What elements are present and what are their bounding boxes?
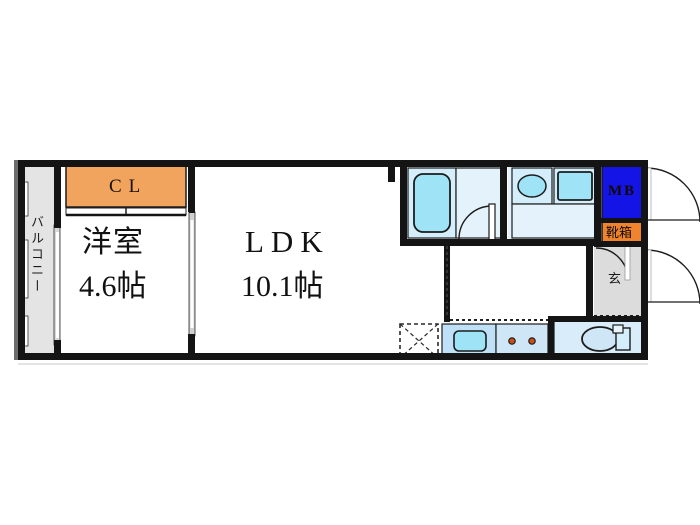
toilet-fixtures (553, 319, 643, 359)
toilet-lid-icon (612, 324, 624, 334)
entrance-door-upper-icon[interactable] (645, 167, 700, 223)
stove-counter (495, 323, 549, 359)
wall-right-outer (641, 160, 648, 360)
wall-bottom-outer (18, 353, 648, 360)
meter-box-mb[interactable] (601, 163, 643, 221)
balcony-sliding-glass-door-icon[interactable] (53, 224, 61, 346)
wall-balcony-bottom (54, 340, 61, 360)
balcony-door-glass (56, 232, 59, 338)
mb-fill (601, 163, 643, 221)
wall-mb-left (594, 160, 601, 246)
washroom-open-area (511, 203, 597, 239)
genkan-floor (594, 244, 642, 318)
entrance-upper-arc (645, 167, 700, 223)
wall-balcony-top (54, 160, 61, 228)
bath-door-leaf (488, 203, 496, 241)
wall-mb-bottom (594, 218, 648, 223)
balcony-parapet (14, 160, 18, 360)
wall-mb-right (641, 160, 648, 222)
stove-burner-1-icon (508, 337, 516, 345)
closet-sliding-door-icon[interactable] (65, 207, 187, 217)
wall-mb-top (594, 160, 648, 165)
fridge-x-1 (399, 323, 439, 359)
bathtub-icon (413, 173, 451, 233)
wall-ldk-right-top (388, 160, 395, 182)
washing-machine-space-icon (557, 171, 593, 201)
wall-ldk-bottom-stub (388, 353, 395, 360)
fridge-x-2 (399, 323, 439, 359)
wall-kutsubako-bottom (594, 241, 648, 247)
wall-top-outer (18, 160, 644, 167)
wall-bedroom-ldk-bottom (188, 334, 195, 360)
shoe-box-kutsubako[interactable] (601, 221, 643, 245)
wall-bedroom-ldk-top (188, 160, 195, 212)
wall-toilet-top (548, 316, 648, 322)
wall-toilet-left (548, 316, 554, 360)
wall-bath-right (500, 160, 507, 246)
bath-door-arc (458, 205, 493, 240)
bath-dry-area (455, 167, 505, 239)
washroom-fixtures (511, 167, 597, 239)
wall-genkan-left (586, 244, 593, 320)
kitchen-sink-icon (453, 330, 487, 352)
washbasin-icon (517, 174, 547, 198)
walls (14, 160, 648, 360)
kutsubako-fill (601, 221, 643, 245)
closet-cl[interactable] (65, 164, 187, 208)
bathroom-fixtures (407, 167, 505, 239)
corridor-floor (406, 244, 592, 318)
partition-glass (190, 220, 194, 328)
kitchen-fixtures (399, 323, 549, 359)
wall-washroom-bottom (507, 239, 601, 246)
wall-left-outer (18, 160, 25, 360)
stove-burner-2-icon (528, 337, 536, 345)
ldk-floor (196, 163, 388, 359)
sliding-partition-icon[interactable] (188, 208, 196, 339)
wall-bath-bottom (400, 239, 508, 246)
entrance-lower-arc (645, 249, 700, 305)
genkan-door-leaf (624, 245, 631, 281)
closet-cl-fill (65, 164, 187, 208)
wall-bath-left (400, 160, 407, 246)
